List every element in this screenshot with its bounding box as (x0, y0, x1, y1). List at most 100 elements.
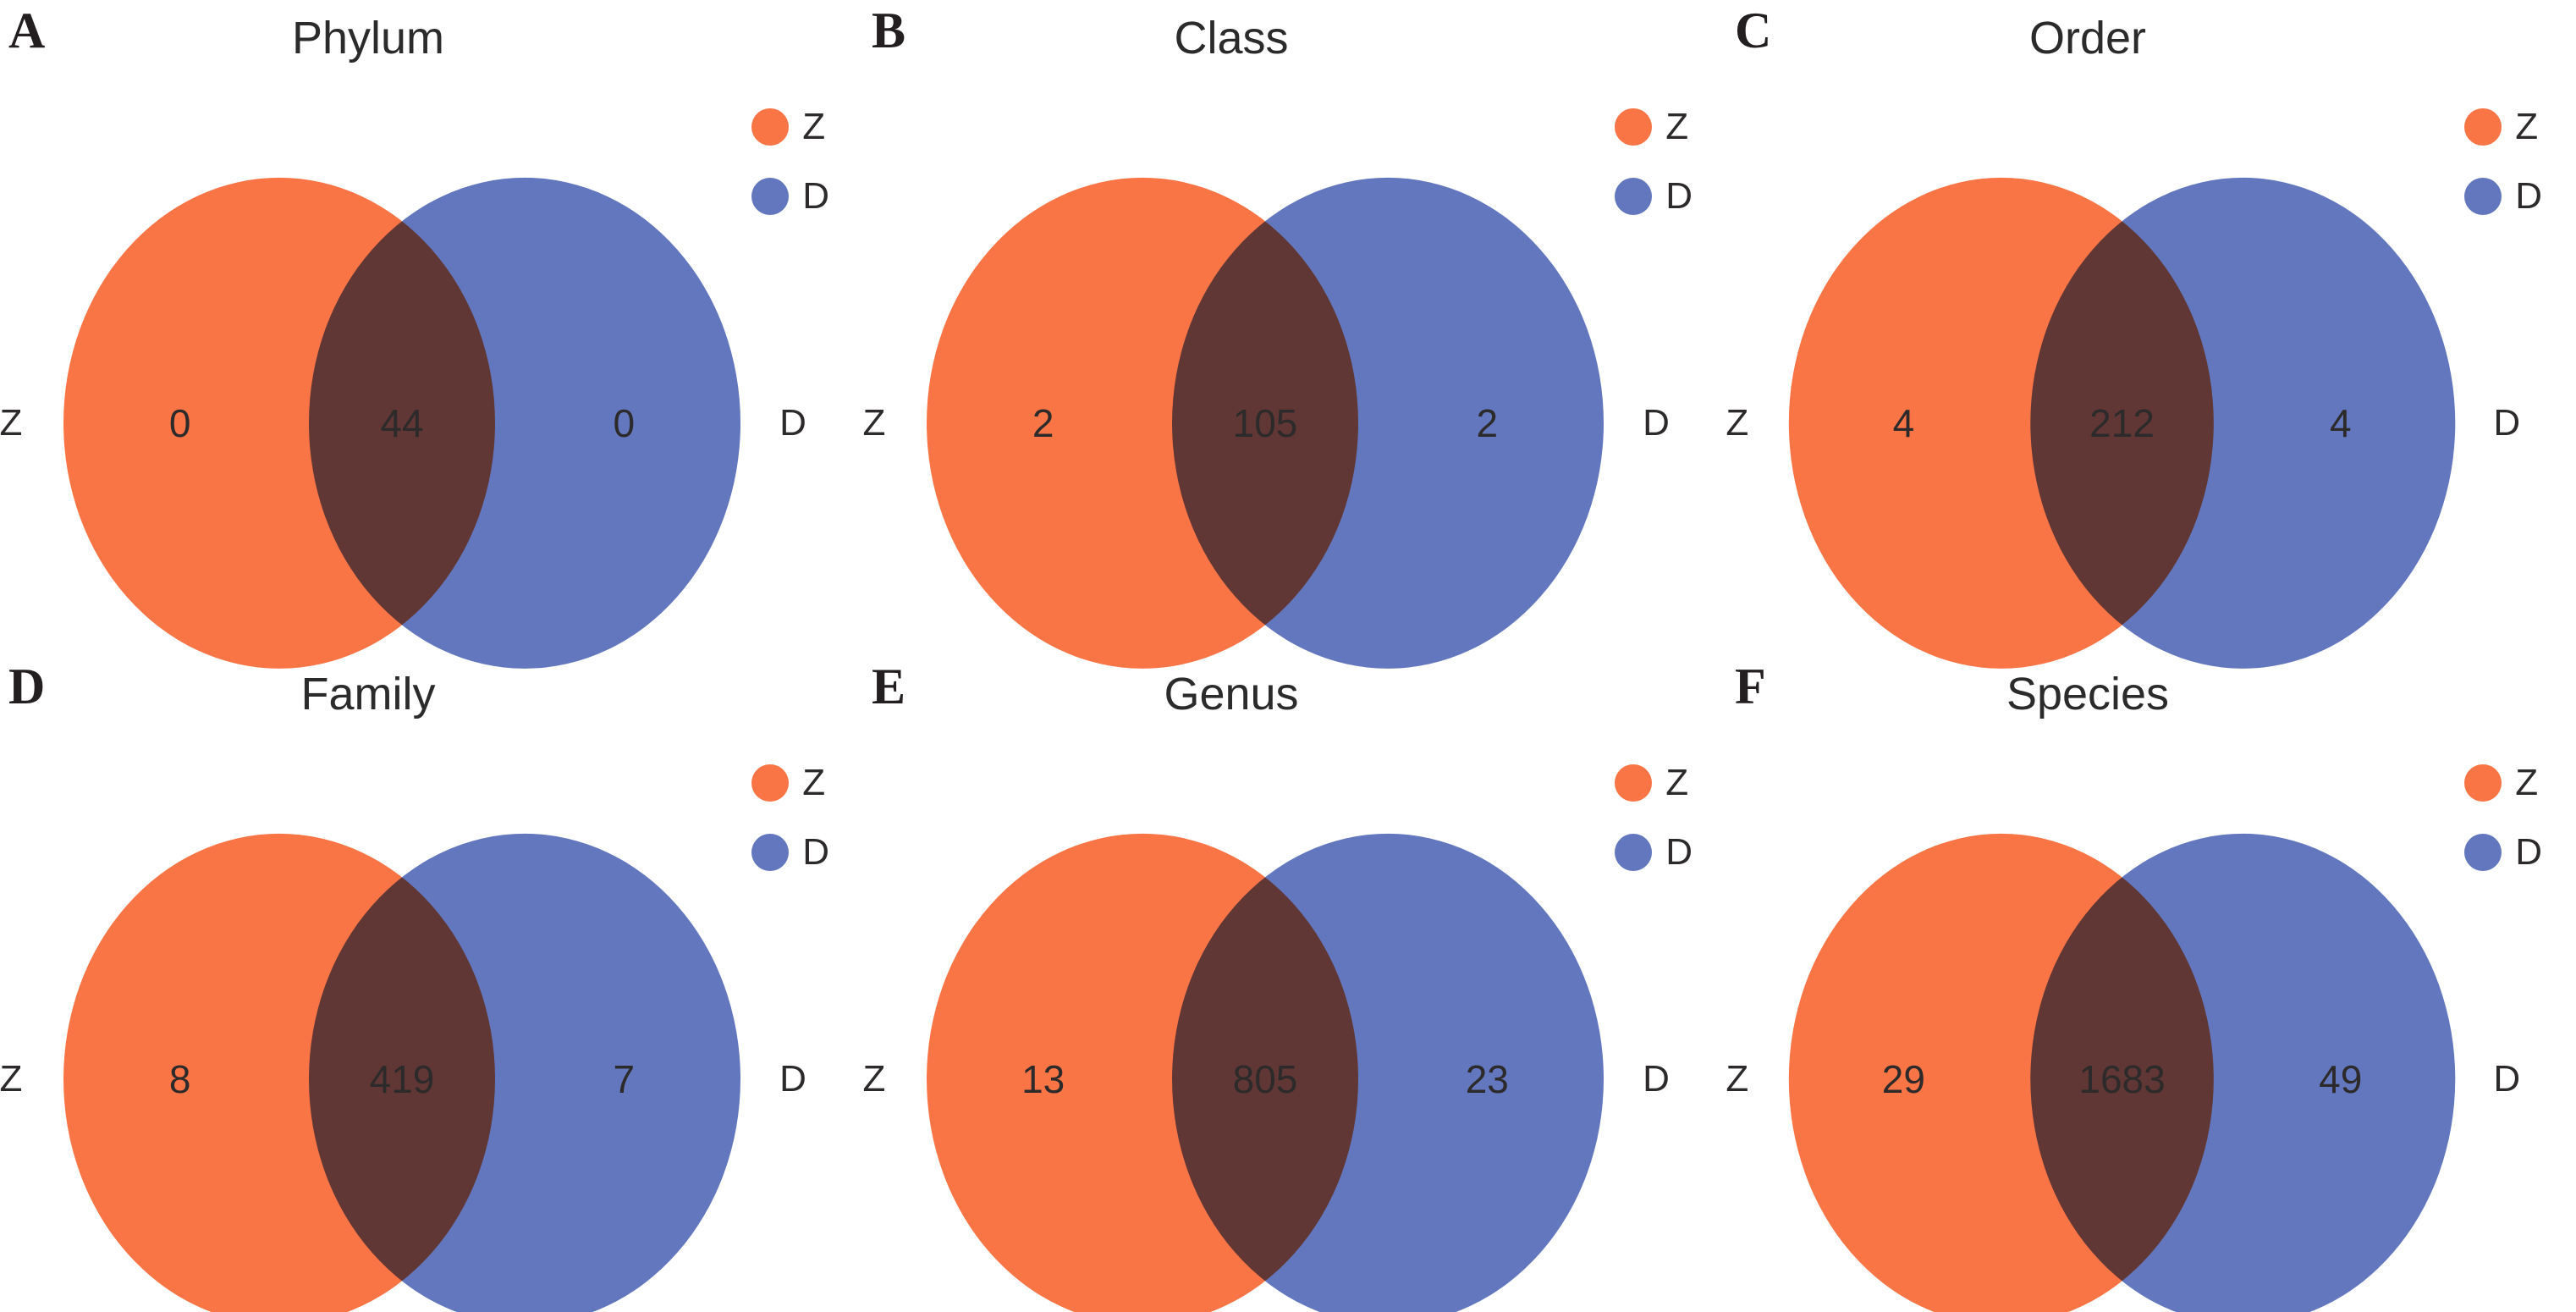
legend-item-z: Z (2464, 764, 2542, 802)
venn-diagram (63, 177, 740, 669)
legend-label-d: D (1665, 831, 1693, 873)
panel-letter: B (872, 3, 906, 58)
circle-swatch-icon (2464, 108, 2502, 146)
count-intersection: 419 (369, 1056, 435, 1101)
count-intersection: 105 (1232, 400, 1298, 445)
venn-diagram (927, 833, 1604, 1312)
legend-label-z: Z (2515, 762, 2539, 803)
circle-swatch-icon (751, 764, 790, 802)
venn-panel-f: F Species 29 1683 49 Z D Z D (1726, 656, 2576, 1312)
legend-label-z: Z (802, 762, 826, 803)
circle-swatch-icon (2464, 834, 2502, 871)
venn-stage: 0 44 0 Z D (0, 0, 863, 669)
count-intersection: 805 (1232, 1056, 1298, 1101)
legend: Z D (2464, 764, 2542, 871)
set-label-d: D (1643, 1057, 1670, 1100)
circle-swatch-icon (2464, 178, 2502, 215)
set-label-z: Z (1726, 401, 1749, 444)
legend-item-z: Z (1615, 108, 1693, 146)
set-label-d: D (2493, 401, 2521, 444)
legend-item-d: D (751, 178, 829, 215)
panel-title: Class (1174, 13, 1289, 63)
venn-panel-e: E Genus 13 805 23 Z D Z D (863, 656, 1726, 1312)
count-intersection: 212 (2089, 400, 2155, 445)
count-right-only: 7 (613, 1056, 636, 1101)
set-label-d: D (1643, 401, 1670, 444)
panel-letter: C (1735, 3, 1772, 58)
circle-swatch-icon (1615, 834, 1653, 871)
panel-title: Family (300, 669, 436, 719)
count-left-only: 13 (1021, 1056, 1065, 1101)
venn-panel-a: A Phylum 0 44 0 Z D Z D (0, 0, 863, 669)
circle-swatch-icon (751, 178, 790, 215)
count-left-only: 8 (168, 1056, 191, 1101)
legend: Z D (2464, 108, 2542, 215)
set-label-z: Z (1726, 1057, 1749, 1100)
legend-label-z: Z (1665, 762, 1689, 803)
venn-stage: 13 805 23 Z D (863, 656, 1726, 1312)
count-right-only: 2 (1476, 400, 1499, 445)
legend-label-z: Z (802, 106, 826, 147)
circle-swatch-icon (751, 108, 790, 146)
legend-item-d: D (1615, 834, 1693, 871)
circle-swatch-icon (1615, 178, 1653, 215)
circle-swatch-icon (1615, 764, 1653, 802)
set-circle-d (1172, 833, 1604, 1312)
legend-label-d: D (2515, 175, 2542, 217)
set-label-d: D (779, 401, 806, 444)
set-circle-d (1172, 177, 1604, 669)
legend-item-d: D (2464, 178, 2542, 215)
count-intersection: 1683 (2078, 1056, 2166, 1101)
legend-item-z: Z (751, 764, 829, 802)
venn-stage: 29 1683 49 Z D (1726, 656, 2576, 1312)
count-left-only: 4 (1892, 400, 1915, 445)
panel-title: Order (2028, 13, 2147, 63)
count-right-only: 4 (2329, 400, 2352, 445)
count-intersection: 44 (380, 400, 424, 445)
venn-panel-d: D Family 8 419 7 Z D Z D (0, 656, 863, 1312)
set-circle-d (2030, 833, 2456, 1312)
set-circle-d (309, 833, 740, 1312)
set-circle-d (2030, 177, 2456, 669)
legend-label-d: D (2515, 831, 2542, 873)
legend-item-z: Z (2464, 108, 2542, 146)
legend: Z D (751, 108, 829, 215)
venn-stage: 2 105 2 Z D (862, 0, 1726, 669)
legend: Z D (1615, 764, 1693, 871)
legend-label-d: D (802, 831, 829, 873)
set-label-z: Z (862, 1057, 886, 1100)
circle-swatch-icon (1615, 108, 1653, 146)
venn-diagram (1788, 177, 2456, 669)
panel-letter: F (1735, 659, 1766, 714)
count-right-only: 0 (613, 400, 636, 445)
panel-letter: A (8, 3, 46, 58)
count-right-only: 49 (2319, 1056, 2363, 1101)
legend-label-z: Z (2515, 106, 2539, 147)
legend-item-d: D (751, 834, 829, 871)
legend-item-d: D (2464, 834, 2542, 871)
legend-item-z: Z (1615, 764, 1693, 802)
venn-diagram (1788, 833, 2456, 1312)
venn-stage: 4 212 4 Z D (1726, 0, 2576, 669)
circle-swatch-icon (2464, 764, 2502, 802)
panel-title: Species (2006, 669, 2170, 719)
venn-diagram (63, 833, 740, 1312)
count-left-only: 0 (168, 400, 191, 445)
panel-letter: D (8, 659, 46, 714)
panel-title: Genus (1164, 669, 1299, 719)
legend-label-z: Z (1665, 106, 1689, 147)
count-left-only: 29 (1881, 1056, 1925, 1101)
legend-label-d: D (802, 175, 829, 217)
legend-label-d: D (1665, 175, 1693, 217)
panel-title: Phylum (291, 13, 445, 63)
set-label-d: D (779, 1057, 806, 1100)
venn-stage: 8 419 7 Z D (0, 656, 863, 1312)
count-right-only: 23 (1465, 1056, 1509, 1101)
set-label-d: D (2493, 1057, 2521, 1100)
venn-diagram (927, 177, 1604, 669)
legend-item-d: D (1615, 178, 1693, 215)
set-label-z: Z (862, 401, 886, 444)
set-label-z: Z (0, 1057, 23, 1100)
legend: Z D (1615, 108, 1693, 215)
